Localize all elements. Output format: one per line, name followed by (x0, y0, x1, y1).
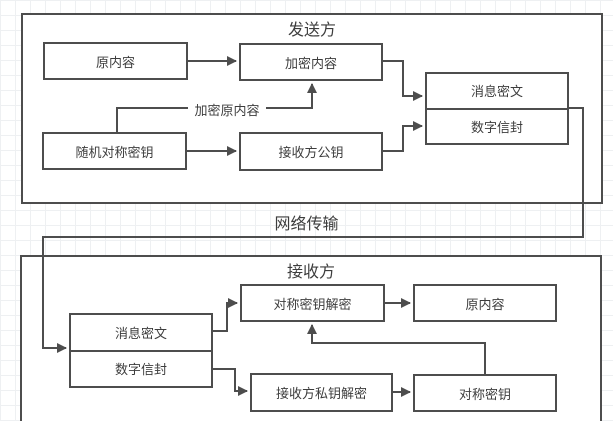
edge-label-encrypt-original: 加密原内容 (188, 100, 266, 119)
node-rx-digital-envelope: 数字信封 (71, 349, 211, 387)
edge-symkey-to-symdecrypt (307, 324, 486, 374)
edge-ciphertext-to-symdecrypt (213, 298, 238, 332)
node-rx-digital-envelope-label: 数字信封 (114, 363, 167, 379)
node-original-content: 原内容 (43, 42, 188, 80)
node-encrypted-content-label: 加密内容 (284, 56, 337, 72)
node-symmetric-key: 对称密钥 (413, 374, 557, 412)
edge-publickey-to-envelope (383, 121, 423, 152)
node-private-key-decrypt: 接收方私钥解密 (250, 373, 393, 412)
edge-encrypted-to-ciphertext (383, 60, 423, 101)
node-message-ciphertext-label: 消息密文 (470, 85, 523, 101)
edge-sender-to-receiver-transport (42, 107, 584, 353)
node-rx-message-ciphertext-label: 消息密文 (114, 326, 167, 342)
node-random-symmetric-key: 随机对称密钥 (42, 132, 187, 170)
node-symmetric-key-decrypt: 对称密钥解密 (240, 284, 385, 322)
node-rx-original-content: 原内容 (413, 284, 557, 322)
node-message-ciphertext: 消息密文 (427, 74, 567, 108)
edge-envelope-to-privdecrypt (213, 368, 248, 396)
node-digital-envelope: 数字信封 (427, 107, 567, 144)
node-rx-message-ciphertext: 消息密文 (71, 315, 211, 350)
node-receiver-public-key: 接收方公钥 (239, 132, 383, 171)
node-encrypted-content: 加密内容 (239, 43, 383, 81)
node-symmetric-key-label: 对称密钥 (458, 387, 511, 403)
node-random-symmetric-key-label: 随机对称密钥 (75, 145, 154, 161)
node-sender-output-stack: 消息密文 数字信封 (425, 72, 569, 145)
node-rx-original-content-label: 原内容 (465, 297, 505, 313)
sender-title: 发送方 (287, 20, 336, 39)
node-symmetric-key-decrypt-label: 对称密钥解密 (273, 297, 352, 313)
node-receiver-input-stack: 消息密文 数字信封 (69, 313, 213, 388)
node-original-content-label: 原内容 (95, 55, 135, 71)
network-transport-label: 网络传输 (274, 214, 339, 233)
receiver-title: 接收方 (286, 262, 335, 281)
node-private-key-decrypt-label: 接收方私钥解密 (275, 387, 367, 402)
node-receiver-public-key-label: 接收方公钥 (278, 146, 344, 161)
node-digital-envelope-label: 数字信封 (470, 120, 523, 136)
